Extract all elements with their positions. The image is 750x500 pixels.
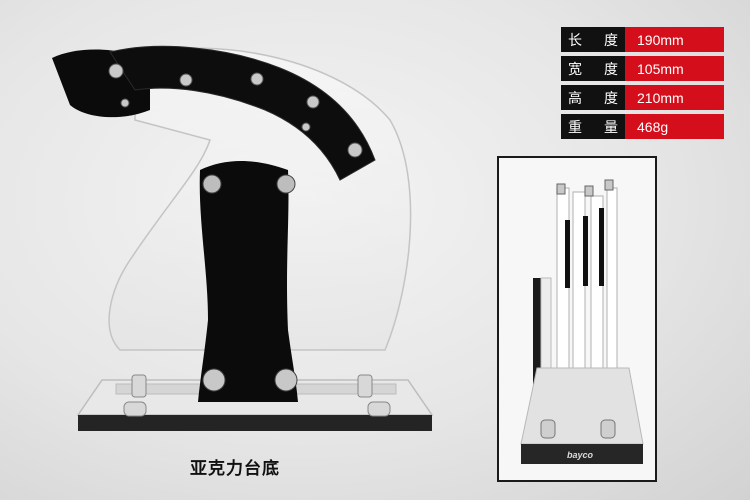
spec-label-char: 宽 bbox=[568, 61, 582, 78]
spec-row-width: 宽 度 105mm bbox=[561, 56, 724, 81]
spec-label-char: 长 bbox=[568, 32, 582, 49]
spec-row-height: 高 度 210mm bbox=[561, 85, 724, 110]
spec-label-char: 重 bbox=[568, 119, 582, 136]
knife-stand-side-photo: bayco bbox=[499, 158, 655, 480]
spec-label-char: 度 bbox=[604, 61, 618, 78]
spec-value: 468g bbox=[625, 114, 724, 139]
spec-table: 长 度 190mm 宽 度 105mm 高 度 210mm 重 量 468g bbox=[561, 27, 724, 143]
spec-label-char: 高 bbox=[568, 90, 582, 107]
spec-label: 宽 度 bbox=[561, 56, 625, 81]
side-view-inset: bayco bbox=[497, 156, 657, 482]
spec-value: 190mm bbox=[625, 27, 724, 52]
spec-value: 105mm bbox=[625, 56, 724, 81]
base-logo-text: bayco bbox=[567, 450, 594, 460]
spec-row-length: 长 度 190mm bbox=[561, 27, 724, 52]
spec-label: 高 度 bbox=[561, 85, 625, 110]
spec-row-weight: 重 量 468g bbox=[561, 114, 724, 139]
spec-label: 长 度 bbox=[561, 27, 625, 52]
spec-label-char: 度 bbox=[604, 32, 618, 49]
spec-label-char: 量 bbox=[604, 119, 618, 136]
knife-stand-front-photo bbox=[52, 45, 434, 431]
spec-label-char: 度 bbox=[604, 90, 618, 107]
spec-value: 210mm bbox=[625, 85, 724, 110]
spec-label: 重 量 bbox=[561, 114, 625, 139]
product-caption: 亚克力台底 bbox=[190, 459, 280, 479]
